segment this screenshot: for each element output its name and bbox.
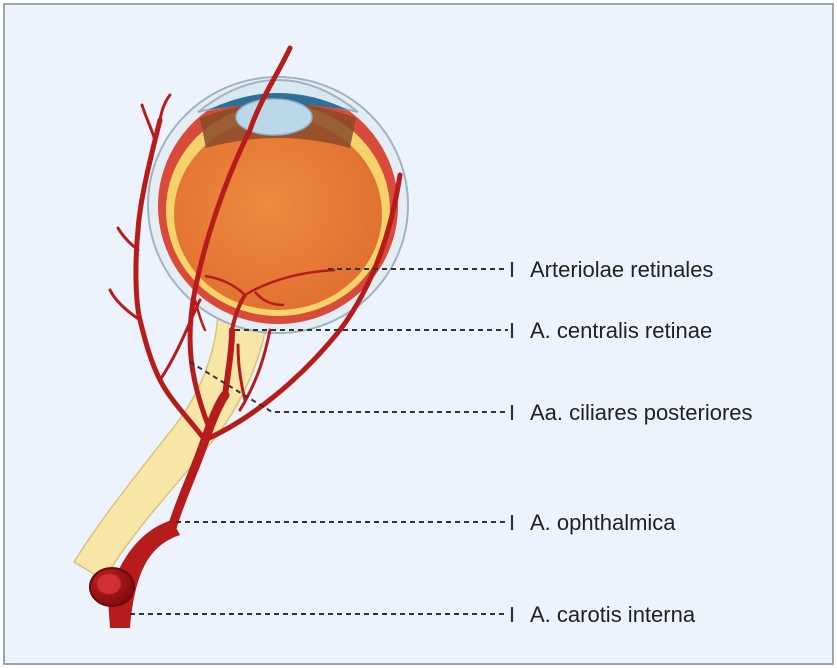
label-a-centralis-retinae: A. centralis retinae <box>530 318 712 343</box>
label-arteriolae-retinales: Arteriolae retinales <box>530 257 713 282</box>
label-a-ophthalmica: A. ophthalmica <box>530 510 676 535</box>
label-aa-ciliares-posteriores: Aa. ciliares posteriores <box>530 400 753 425</box>
lens <box>236 99 312 135</box>
carotis-lumen <box>97 574 121 594</box>
label-a-carotis-interna: A. carotis interna <box>530 602 696 627</box>
